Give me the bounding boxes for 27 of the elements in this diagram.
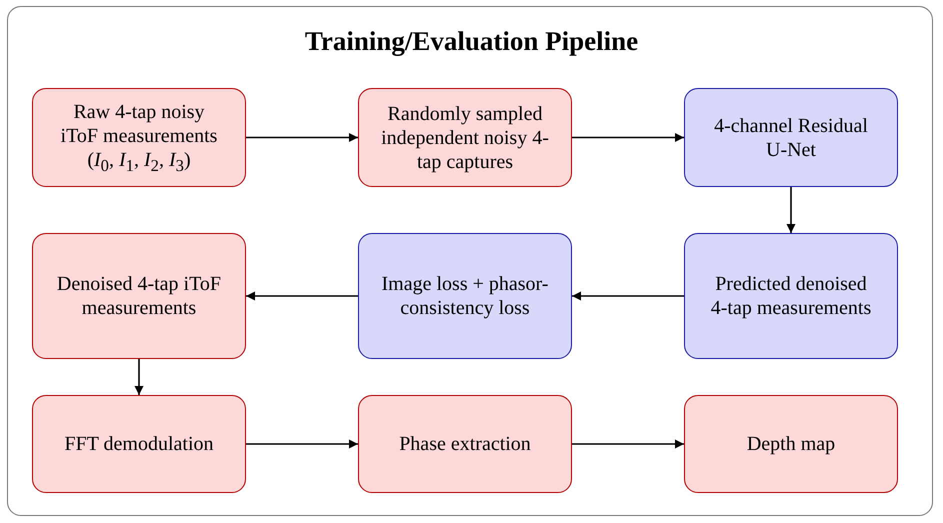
process-box xyxy=(358,88,572,187)
process-box xyxy=(358,233,572,359)
arrow xyxy=(134,359,144,395)
box-label: 4-channel Residual U-Net xyxy=(713,114,869,162)
box-label: Image loss + phasor-consistency loss xyxy=(381,272,549,320)
box-label: Randomly sampled independent noisy 4-tap captures xyxy=(381,102,549,174)
arrow xyxy=(572,440,684,448)
box-label: Raw 4-tap noisy iToF measurements (I$_{0}$, I$_{1}$, I$_{2}$, I$_{3}$) xyxy=(60,100,218,176)
box-label: FFT demodulation xyxy=(64,432,214,456)
title: Training/Evaluation Pipeline xyxy=(304,26,640,57)
arrow xyxy=(786,187,796,233)
process-box xyxy=(32,395,246,493)
box-label: Depth map xyxy=(746,432,836,456)
arrow xyxy=(572,292,684,300)
process-box xyxy=(32,88,246,187)
arrow xyxy=(572,133,684,142)
arrow xyxy=(246,292,358,300)
process-box xyxy=(32,233,246,359)
process-box xyxy=(684,88,898,187)
box-label: Phase extraction xyxy=(399,432,531,456)
box-label: Denoised 4-tap iToF measurements xyxy=(56,272,222,320)
process-box xyxy=(684,395,898,493)
process-box xyxy=(358,395,572,493)
arrow xyxy=(246,133,358,142)
process-box xyxy=(684,233,898,359)
box-label: Predicted denoised 4-tap measurements xyxy=(710,272,872,320)
arrow xyxy=(246,440,358,448)
